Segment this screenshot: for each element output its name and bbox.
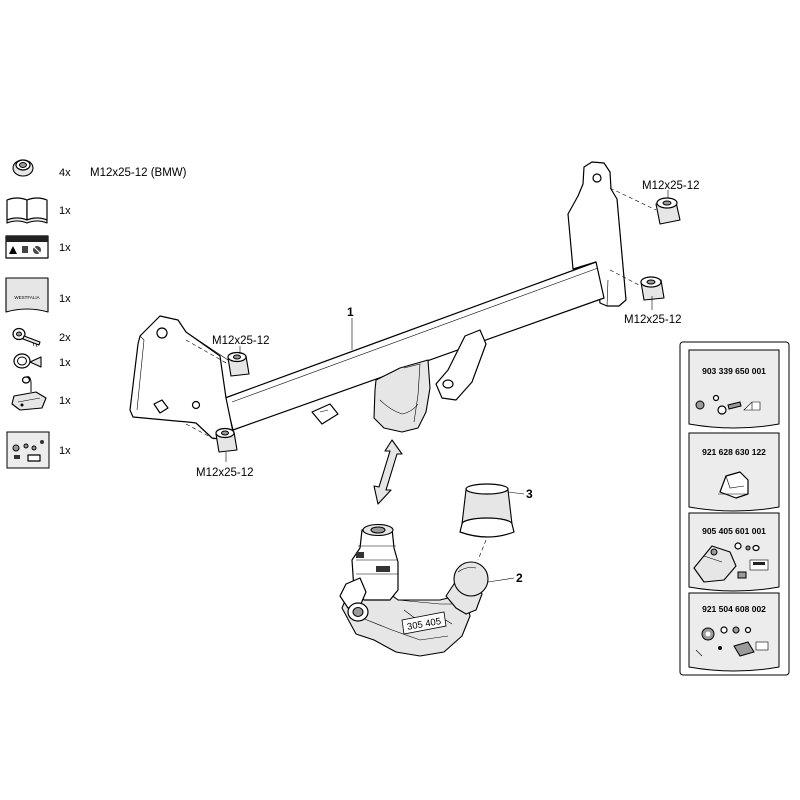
accessory-qty: 2x: [59, 332, 71, 344]
callout-ball-neck: 2: [516, 571, 523, 585]
key-icon: [12, 327, 41, 348]
nut-icon: [640, 276, 665, 301]
accessory-list: 4x M12x25-12 (BMW) 1x 1x WESTFALIA 1x: [5, 159, 187, 469]
accessory-qty: 1x: [59, 242, 71, 254]
bolt-label-left-upper: M12x25-12: [212, 335, 270, 347]
bolt-label-left-lower: M12x25-12: [196, 467, 254, 479]
kit-card: 921 504 608 002: [688, 592, 780, 672]
crossbar-assembly: [129, 161, 627, 441]
kit-number: 921 628 630 122: [702, 447, 766, 457]
accessory-qty: 4x: [59, 167, 71, 179]
kit-number: 921 504 608 002: [702, 604, 766, 614]
socket-kit-icon: [693, 542, 769, 583]
nut-icon: [227, 351, 250, 377]
hardware-kit-icon: [695, 394, 761, 415]
parts-card-icon: [6, 431, 50, 469]
accessory-qty: 1x: [59, 395, 71, 407]
cover-kit-icon: [718, 471, 749, 499]
small-parts-kit-icon: [695, 626, 769, 657]
callout-crossbar: 1: [347, 305, 354, 319]
ball-cap: [459, 483, 515, 538]
westfalia-card-icon: WESTFALIA: [5, 277, 49, 313]
socket-icon: [11, 376, 47, 411]
manual-book-icon: [6, 197, 48, 224]
accessory-qty: 1x: [59, 357, 71, 369]
nut-icon: [215, 427, 238, 453]
accessory-qty: 1x: [59, 445, 71, 457]
bolt-label-mid-right: M12x25-12: [624, 314, 682, 326]
insertion-arrow-icon: [373, 439, 403, 505]
accessory-desc: M12x25-12 (BMW): [90, 167, 187, 179]
ring-icon: [13, 353, 42, 369]
warning-label-icon: [5, 235, 49, 259]
bolt-label-top-right: M12x25-12: [642, 180, 700, 192]
ball-neck-assembly: 305 405: [339, 523, 489, 657]
kit-card: 905 405 601 001: [688, 512, 780, 592]
nut-icon: [12, 159, 34, 177]
kit-panel: 903 339 650 001 921 628 630 122 9: [679, 341, 790, 676]
kit-card: 903 339 650 001: [688, 349, 780, 429]
nut-icon: [655, 197, 681, 225]
callout-cap: 3: [526, 487, 533, 501]
westfalia-card-text: WESTFALIA: [14, 295, 39, 300]
frame-bolts: [185, 187, 681, 462]
accessory-qty: 1x: [59, 293, 71, 305]
kit-number: 903 339 650 001: [702, 366, 766, 376]
kit-card: 921 628 630 122: [688, 432, 780, 512]
accessory-qty: 1x: [59, 205, 71, 217]
kit-number: 905 405 601 001: [702, 526, 766, 536]
